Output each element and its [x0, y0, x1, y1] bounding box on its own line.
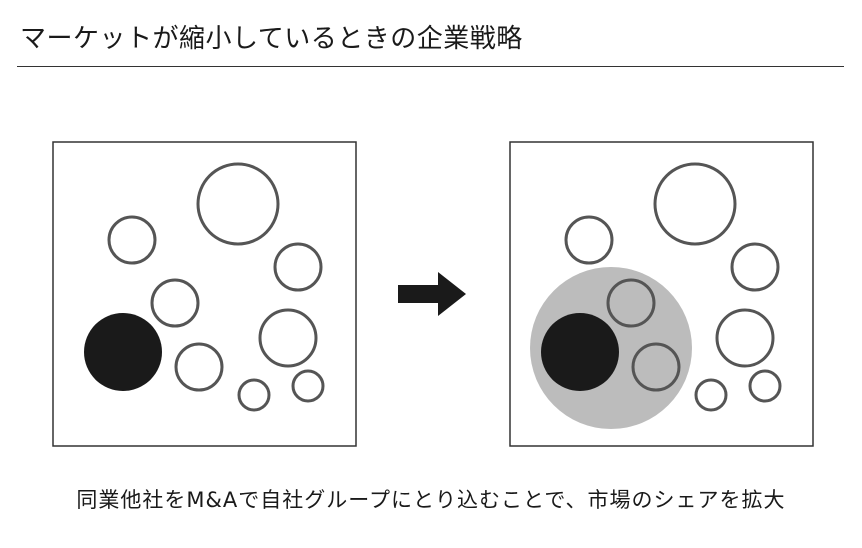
competitor-circle — [258, 308, 318, 368]
arrow-right-icon — [398, 272, 466, 316]
competitor-circle — [730, 242, 780, 292]
competitor-circle — [694, 378, 728, 412]
competitor-circle — [291, 369, 325, 403]
competitor-circle — [273, 242, 323, 292]
competitor-circle — [174, 342, 224, 392]
competitor-circle — [564, 215, 614, 265]
competitor-circle — [715, 308, 775, 368]
title-divider — [17, 66, 844, 67]
competitor-circle — [150, 278, 200, 328]
acquired-competitor-circle — [606, 278, 656, 328]
page-title: マーケットが縮小しているときの企業戦略 — [20, 24, 523, 54]
diagram-caption: 同業他社をM&Aで自社グループにとり込むことで、市場のシェアを拡大 — [76, 488, 786, 512]
competitor-circle — [237, 378, 271, 412]
before-panel — [52, 141, 357, 447]
competitor-circle — [748, 369, 782, 403]
acquired-competitor-circle — [631, 342, 681, 392]
competitor-circle — [653, 162, 737, 246]
own-company-circle — [84, 313, 162, 391]
competitor-circle — [196, 162, 280, 246]
after-panel — [509, 141, 814, 447]
competitor-circle — [107, 215, 157, 265]
own-company-circle — [541, 313, 619, 391]
